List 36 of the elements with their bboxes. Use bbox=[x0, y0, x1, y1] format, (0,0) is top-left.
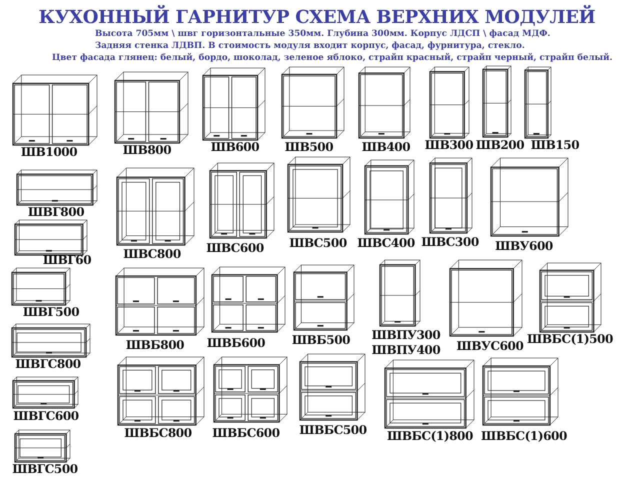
module-code: ШВБ600 bbox=[206, 336, 266, 350]
module-code: ШВ400 bbox=[362, 140, 410, 154]
module-code: ШВС800 bbox=[123, 247, 181, 261]
module-code: ШВБС(1)800 bbox=[387, 429, 473, 443]
module-code: ШВБ500 bbox=[292, 333, 350, 347]
module-code: ШВС600 bbox=[206, 241, 264, 255]
module-code: ШВ150 bbox=[530, 138, 580, 152]
module-code: ШВБС800 bbox=[124, 426, 192, 440]
subtitle-text: Цвет фасада глянец: белый, бордо, шоколад, зеленое яблоко, страйп красный, страйп черный, страйп белый. bbox=[52, 53, 612, 63]
module-code: ШВС500 bbox=[289, 236, 347, 250]
module-code: ШВС400 bbox=[357, 236, 415, 250]
module-code: ШВБС600 bbox=[212, 426, 280, 440]
module-code: ШВ200 bbox=[476, 138, 524, 152]
module-code: ШВ500 bbox=[284, 140, 334, 154]
subtitle-text: Высота 705мм \ швг горизонтальные 350мм. Глубина 300мм. Корпус ЛДСП \ фасад МДФ. bbox=[95, 29, 550, 39]
module-code: ШВГС800 bbox=[15, 357, 81, 371]
module-code: ШВ600 bbox=[210, 140, 260, 154]
module-code: ШВ300 bbox=[424, 138, 474, 152]
module-code: ШВПУ400 bbox=[372, 343, 440, 357]
module-code: ШВС300 bbox=[421, 235, 479, 249]
module-code: ШВ800 bbox=[122, 143, 172, 157]
module-code: ШВБС500 bbox=[299, 423, 367, 437]
module-code: ШВБ800 bbox=[126, 338, 184, 352]
module-code: ШВУС600 bbox=[456, 339, 524, 353]
module-code: ШВГ500 bbox=[22, 305, 80, 319]
subtitle-text: Задняя стенка ЛДВП. В стоимость модуля входит корпус, фасад, фурнитура, стекло. bbox=[95, 41, 525, 51]
module-code: ШВПУ300 bbox=[372, 328, 440, 342]
module-code: ШВ1000 bbox=[20, 145, 78, 159]
module-code: ШВБС(1)600 bbox=[481, 429, 567, 443]
module-code: ШВГ60 bbox=[42, 253, 92, 267]
module-code: ШВГ800 bbox=[28, 205, 84, 219]
module-code: ШВУ600 bbox=[495, 239, 553, 253]
module-code: ШВГС500 bbox=[12, 462, 78, 476]
module-code: ШВГС600 bbox=[13, 409, 79, 423]
title: КУХОННЫЙ ГАРНИТУР СХЕМА ВЕРХНИХ МОДУЛЕЙ bbox=[38, 7, 596, 28]
module-code: ШВБС(1)500 bbox=[527, 332, 613, 346]
